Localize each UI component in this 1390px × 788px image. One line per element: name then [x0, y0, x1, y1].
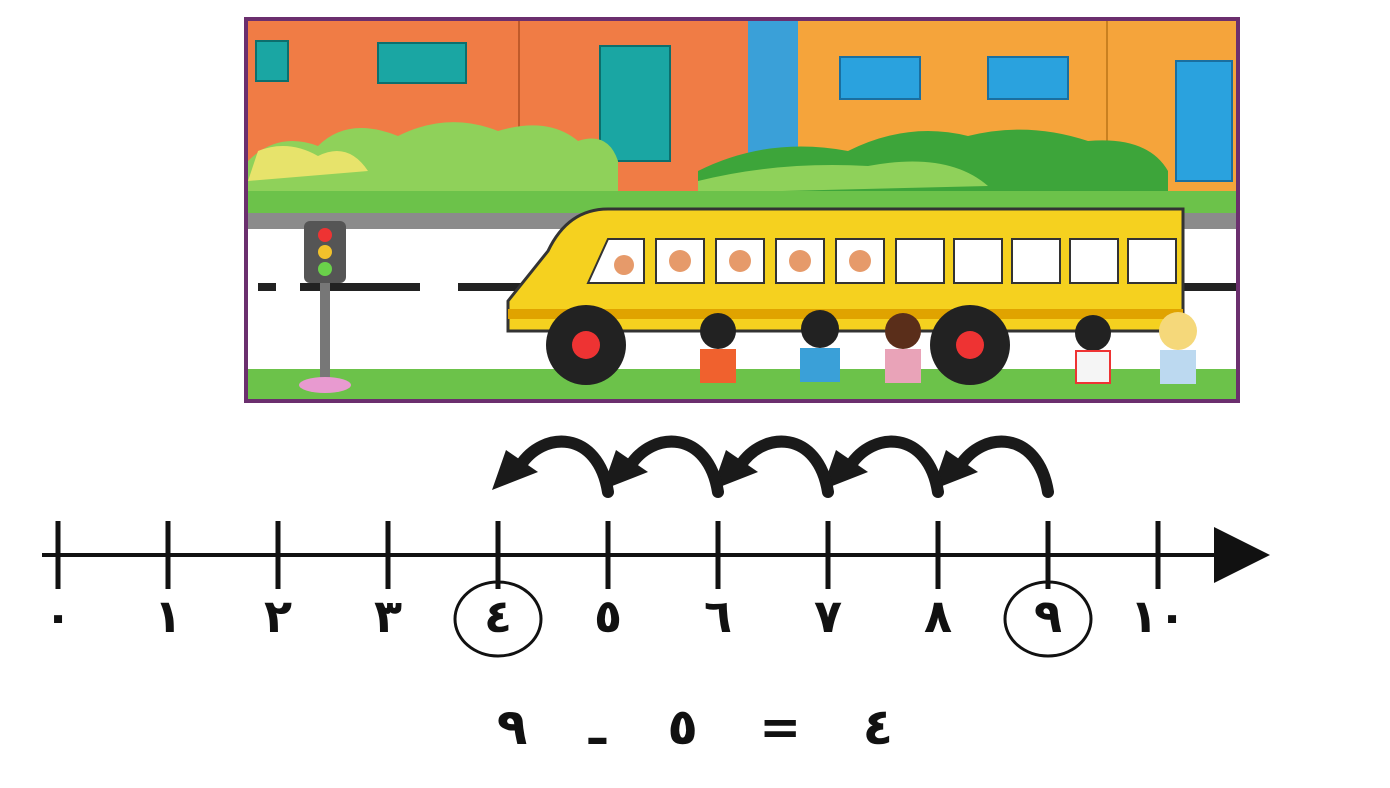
road-dashes [258, 283, 1236, 291]
equation-minus: ـ [588, 698, 606, 756]
tick-label: ٩ [1033, 589, 1063, 643]
window [839, 56, 921, 100]
window [1175, 60, 1233, 182]
school-bus-icon [506, 207, 1185, 385]
jump-arrow [602, 435, 724, 498]
window [987, 56, 1069, 100]
jump-arrow [822, 435, 944, 498]
equation-minuend: ٩ [496, 698, 528, 756]
equation-result: ٤ [862, 698, 894, 756]
school-bus-illustration [244, 17, 1240, 403]
tick-label: ٣ [373, 589, 403, 643]
tick-label: ٦ [703, 589, 733, 643]
tick-label: ٧ [813, 589, 843, 643]
circled-number-marker [453, 580, 543, 658]
tick-label: ٤ [483, 589, 513, 643]
children-icon [700, 310, 1197, 384]
tick-label: ٨ [923, 589, 953, 643]
scene-svg [248, 21, 1236, 399]
window [599, 45, 671, 162]
bushes-icon [248, 122, 618, 193]
jump-arrow [932, 435, 1054, 498]
tick-label: ٠ [43, 589, 73, 643]
subtraction-equation: ٤ = ٥ ـ ٩ [0, 698, 1390, 756]
grass-bottom [248, 369, 1236, 399]
number-line [42, 435, 1270, 658]
circled-number-marker [1003, 580, 1093, 658]
tick-label: ٥ [593, 589, 623, 643]
traffic-light-icon [299, 221, 351, 393]
jump-arrow [492, 435, 614, 498]
tick-label: ٢ [263, 589, 293, 643]
window [255, 40, 289, 82]
tick-label: ١ [153, 589, 183, 643]
tick-label: ١٠ [1129, 589, 1187, 643]
jump-arrow [712, 435, 834, 498]
equation-subtrahend: ٥ [667, 698, 698, 756]
equation-equals: = [759, 698, 802, 756]
window [377, 42, 467, 84]
